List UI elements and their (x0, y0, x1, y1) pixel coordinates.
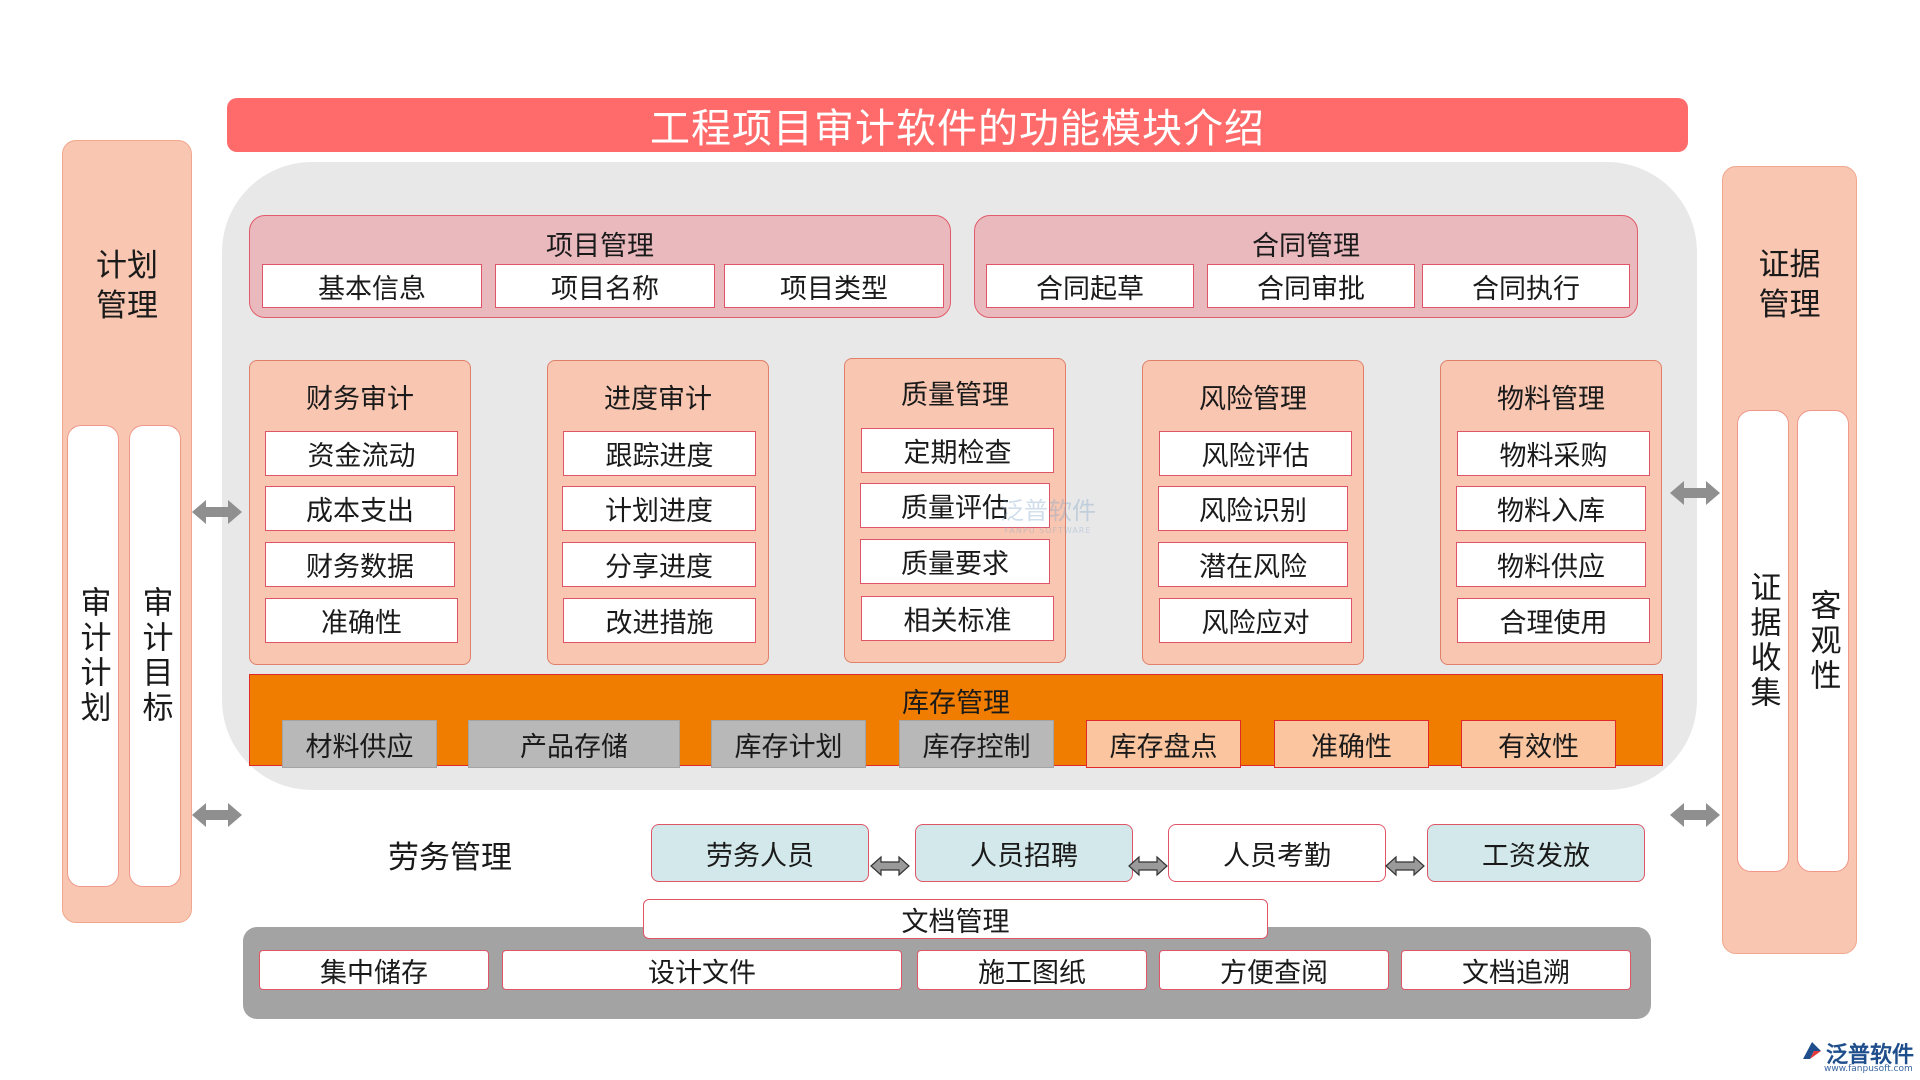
watermark-name: 泛普软件 (1000, 497, 1096, 525)
item-inventory-plan: 库存计划 (711, 720, 866, 768)
pill-evidence-collection: 证据收集 (1737, 410, 1789, 872)
item-effectiveness: 有效性 (1461, 720, 1616, 768)
item-financial-data: 财务数据 (265, 542, 455, 587)
pill-objectivity: 客观性 (1797, 410, 1849, 872)
double-arrow-icon (192, 803, 242, 827)
item-track-progress: 跟踪进度 (563, 431, 756, 476)
item-quality-requirements: 质量要求 (860, 539, 1050, 584)
col-material-management-title: 物料管理 (1497, 384, 1605, 415)
logo-icon (1803, 1042, 1821, 1059)
item-recruitment: 人员招聘 (915, 824, 1133, 882)
item-project-name: 项目名称 (495, 264, 715, 308)
item-relevant-standards: 相关标准 (861, 596, 1054, 641)
item-improvement-measures: 改进措施 (563, 598, 756, 643)
item-potential-risk: 潜在风险 (1158, 542, 1348, 587)
item-fund-flow: 资金流动 (265, 431, 458, 476)
pill-audit-target: 审计目标 (129, 425, 181, 887)
item-product-storage: 产品存储 (468, 720, 680, 768)
item-material-supply-inv: 材料供应 (282, 720, 437, 768)
item-document-traceability: 文档追溯 (1401, 950, 1631, 990)
item-contract-draft: 合同起草 (986, 264, 1194, 308)
logo-url: www.fanpusoft.com (1824, 1064, 1913, 1074)
right-panel-evidence-management: 证据 管理 证据收集 客观性 (1722, 166, 1857, 954)
double-arrow-icon (192, 500, 242, 524)
col-finance-audit-title: 财务审计 (306, 384, 414, 415)
small-double-arrow-icon (870, 855, 910, 877)
item-centralized-storage: 集中储存 (259, 950, 489, 990)
item-finance-accuracy: 准确性 (265, 598, 458, 643)
watermark: 泛普软件 FANPU SOFTWARE (988, 488, 1108, 538)
double-arrow-icon (1670, 481, 1720, 505)
group-contract-management-title: 合同管理 (1252, 231, 1360, 262)
page-title: 工程项目审计软件的功能模块介绍 (227, 98, 1688, 152)
group-inventory-title: 库存管理 (902, 688, 1010, 719)
item-inventory-control: 库存控制 (899, 720, 1054, 768)
item-reasonable-use: 合理使用 (1457, 598, 1650, 643)
item-cost-expenditure: 成本支出 (265, 486, 455, 531)
item-project-type: 项目类型 (724, 264, 944, 308)
item-quality-assessment: 质量评估 (860, 483, 1050, 528)
pill-audit-plan: 审计计划 (67, 425, 119, 887)
left-panel-plan-management: 计划 管理 审计计划 审计目标 (62, 140, 192, 923)
item-risk-assessment: 风险评估 (1159, 431, 1352, 476)
item-basic-info: 基本信息 (262, 264, 482, 308)
item-construction-drawings: 施工图纸 (917, 950, 1147, 990)
item-stocktaking: 库存盘点 (1086, 720, 1241, 768)
group-document-title: 文档管理 (643, 899, 1268, 939)
item-planned-progress: 计划进度 (562, 486, 756, 531)
watermark-sub: FANPU SOFTWARE (1004, 526, 1092, 535)
item-regular-inspection: 定期检查 (861, 428, 1054, 473)
item-attendance: 人员考勤 (1168, 824, 1386, 882)
item-material-warehousing: 物料入库 (1456, 486, 1646, 531)
col-progress-audit-title: 进度审计 (604, 384, 712, 415)
col-quality-management-title: 质量管理 (901, 380, 1009, 411)
labor-management-title: 劳务管理 (388, 839, 512, 876)
item-design-files: 设计文件 (502, 950, 902, 990)
col-risk-management-title: 风险管理 (1199, 384, 1307, 415)
logo-name: 泛普软件 (1826, 1043, 1915, 1068)
item-risk-response: 风险应对 (1159, 598, 1352, 643)
double-arrow-icon (1670, 803, 1720, 827)
small-double-arrow-icon (1128, 855, 1168, 877)
item-inventory-accuracy: 准确性 (1274, 720, 1429, 768)
brand-logo: 泛普软件 www.fanpusoft.com (1800, 1037, 1918, 1079)
item-easy-access: 方便查阅 (1159, 950, 1389, 990)
small-double-arrow-icon (1385, 855, 1425, 877)
item-salary-payment: 工资发放 (1427, 824, 1645, 882)
item-contract-execution: 合同执行 (1422, 264, 1630, 308)
item-material-supply: 物料供应 (1456, 542, 1646, 587)
right-panel-title: 证据 管理 (1758, 247, 1821, 323)
item-share-progress: 分享进度 (562, 542, 756, 587)
group-project-management-title: 项目管理 (546, 231, 654, 262)
item-contract-approval: 合同审批 (1207, 264, 1415, 308)
item-material-procurement: 物料采购 (1457, 431, 1650, 476)
item-labor-personnel: 劳务人员 (651, 824, 869, 882)
left-panel-title: 计划 管理 (96, 248, 158, 324)
item-risk-identification: 风险识别 (1158, 486, 1348, 531)
